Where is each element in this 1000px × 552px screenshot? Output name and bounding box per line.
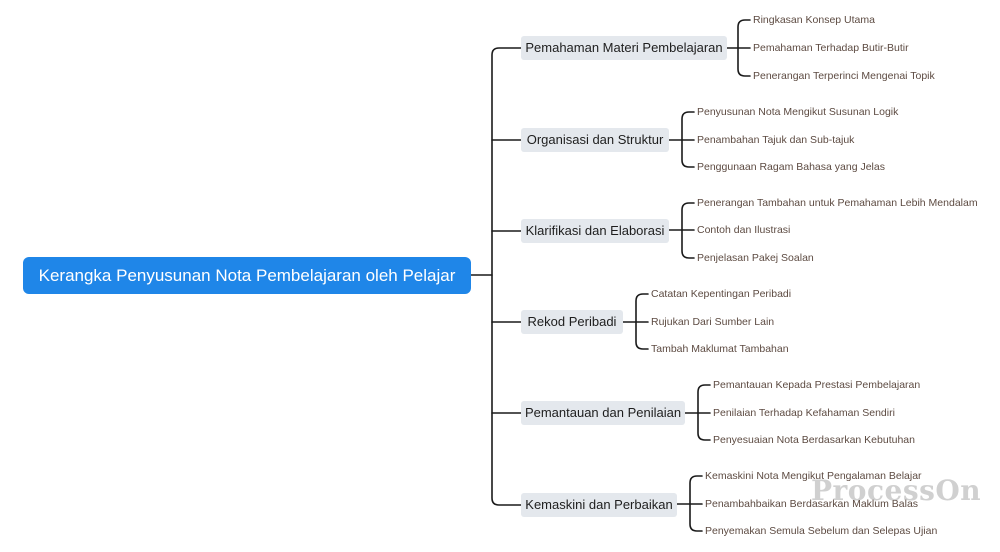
subtopic[interactable]: Catatan Kepentingan Peribadi bbox=[651, 288, 792, 300]
subtopic[interactable]: Penyemakan Semula Sebelum dan Selepas Uj… bbox=[705, 525, 938, 537]
subtopic[interactable]: Tambah Maklumat Tambahan bbox=[651, 343, 789, 355]
subtopic[interactable]: Penerangan Tambahan untuk Pemahaman Lebi… bbox=[697, 197, 978, 209]
subtopic[interactable]: Pemantauan Kepada Prestasi Pembelajaran bbox=[713, 379, 921, 391]
subtopic[interactable]: Contoh dan Ilustrasi bbox=[697, 224, 791, 236]
branch-topic[interactable]: Organisasi dan Struktur bbox=[521, 128, 669, 152]
subtopic[interactable]: Penerangan Terperinci Mengenai Topik bbox=[753, 70, 935, 82]
branch-connector bbox=[491, 47, 522, 506]
branch-topic[interactable]: Pemahaman Materi Pembelajaran bbox=[521, 36, 727, 60]
subtopic[interactable]: Penyusunan Nota Mengikut Susunan Logik bbox=[697, 106, 899, 118]
subtopic[interactable]: Penambahan Tajuk dan Sub-tajuk bbox=[697, 134, 855, 146]
subtopic[interactable]: Penggunaan Ragam Bahasa yang Jelas bbox=[697, 161, 885, 173]
subtopic[interactable]: Penjelasan Pakej Soalan bbox=[697, 252, 814, 264]
branch-topic[interactable]: Kemaskini dan Perbaikan bbox=[521, 493, 677, 517]
branch-topic[interactable]: Klarifikasi dan Elaborasi bbox=[521, 219, 669, 243]
subtopic[interactable]: Kemaskini Nota Mengikut Pengalaman Belaj… bbox=[705, 470, 922, 482]
subtopic[interactable]: Rujukan Dari Sumber Lain bbox=[651, 316, 775, 328]
subtopic[interactable]: Penambahbaikan Berdasarkan Maklum Balas bbox=[705, 498, 919, 510]
subtopic[interactable]: Ringkasan Konsep Utama bbox=[753, 14, 875, 26]
subtopic[interactable]: Penilaian Terhadap Kefahaman Sendiri bbox=[713, 407, 895, 419]
subtopic[interactable]: Penyesuaian Nota Berdasarkan Kebutuhan bbox=[713, 434, 915, 446]
subtopic[interactable]: Pemahaman Terhadap Butir-Butir bbox=[753, 42, 909, 54]
root-topic[interactable]: Kerangka Penyusunan Nota Pembelajaran ol… bbox=[23, 257, 471, 294]
branch-topic[interactable]: Rekod Peribadi bbox=[521, 310, 623, 334]
branch-topic[interactable]: Pemantauan dan Penilaian bbox=[521, 401, 685, 425]
